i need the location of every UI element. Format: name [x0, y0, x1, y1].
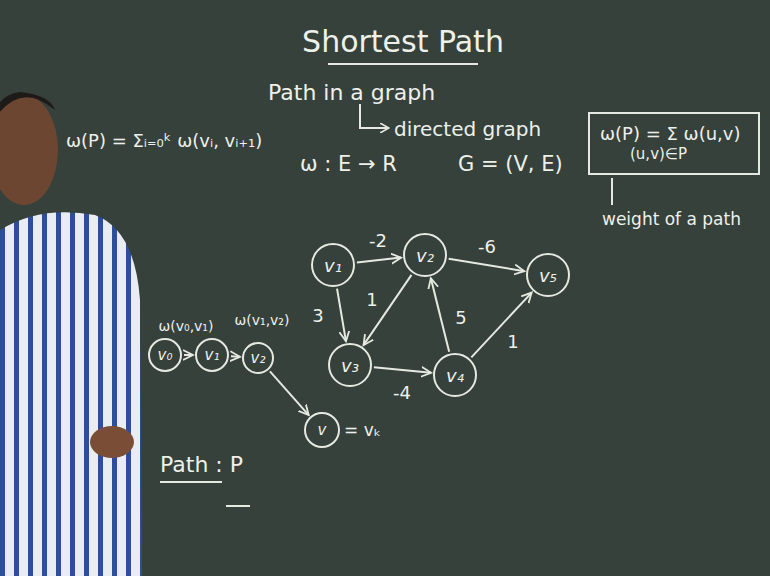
lecturer-head [0, 95, 58, 205]
vertex-label: v₂ [251, 349, 266, 367]
path-name: Path : P [160, 452, 243, 478]
edge-weight: 5 [453, 307, 468, 329]
vertex-label: v₅ [539, 265, 557, 286]
directed-edge [364, 275, 412, 345]
directed-edge [449, 259, 525, 271]
edge-weight: ω(v₀,v₁) [157, 318, 216, 335]
directed-edge [270, 371, 309, 415]
vertex-label: v₂ [416, 245, 434, 266]
path-underline [160, 481, 222, 483]
directed-edge [184, 354, 193, 356]
vertex-circle: v₁ [311, 243, 355, 287]
vertex-equality: = vₖ [344, 420, 381, 440]
vertex-label: v₁ [205, 346, 220, 364]
annotation-text: weight of a path [602, 209, 741, 229]
edge-weight: -6 [476, 236, 498, 258]
lecturer-hands [90, 426, 134, 458]
vertex-circle: v₅ [526, 253, 570, 297]
lecturer-hair [0, 92, 55, 120]
title-underline [328, 63, 478, 65]
vertex-circle: v₂ [403, 233, 447, 277]
edge-weight: 3 [310, 305, 325, 327]
edge-weight: ω(v₁,v₂) [233, 312, 292, 329]
formula-subscript: (u,v)∈P [600, 145, 748, 165]
title-text: Shortest Path [302, 24, 504, 60]
directed-edge [337, 289, 346, 342]
weight-function: ω : E → R [300, 152, 397, 177]
directed-edge [231, 355, 240, 358]
note-text: directed graph [394, 117, 541, 141]
p-underline [226, 505, 250, 507]
formula-text: ω(P) = Σ ω(u,v) [600, 122, 748, 145]
formula-box: ω(P) = Σ ω(u,v)(u,v)∈P [588, 112, 760, 175]
edge-weight: 1 [364, 289, 379, 311]
vertex-label: v₀ [158, 346, 173, 364]
edge-weight: 1 [505, 331, 520, 353]
leader-line [611, 178, 613, 205]
heading-text: Path in a graph [268, 80, 435, 106]
vertex-label: v₃ [341, 355, 359, 376]
vertex-circle: v [304, 412, 340, 448]
vertex-circle: v₃ [328, 343, 372, 387]
vertex-label: v [318, 421, 327, 439]
directed-edge [374, 367, 431, 372]
directed-edge [357, 258, 401, 263]
hook-arrow [360, 104, 388, 128]
path-weight-formula: ω(P) = Σᵢ₌₀ᵏ ω(vᵢ, vᵢ₊₁) [66, 130, 262, 152]
directed-edge [431, 278, 449, 351]
vertex-label: v₄ [446, 365, 464, 386]
vertex-circle: v₄ [433, 353, 477, 397]
graph-definition: G = (V, E) [458, 152, 563, 177]
edge-weight: -4 [391, 382, 413, 404]
vertex-circle: v₁ [195, 338, 229, 372]
edge-weight: -2 [367, 230, 389, 252]
directed-edge [471, 293, 531, 358]
lecturer-shirt [0, 212, 142, 576]
vertex-circle: v₀ [148, 338, 182, 372]
vertex-label: v₁ [324, 255, 342, 276]
vertex-circle: v₂ [242, 342, 274, 374]
